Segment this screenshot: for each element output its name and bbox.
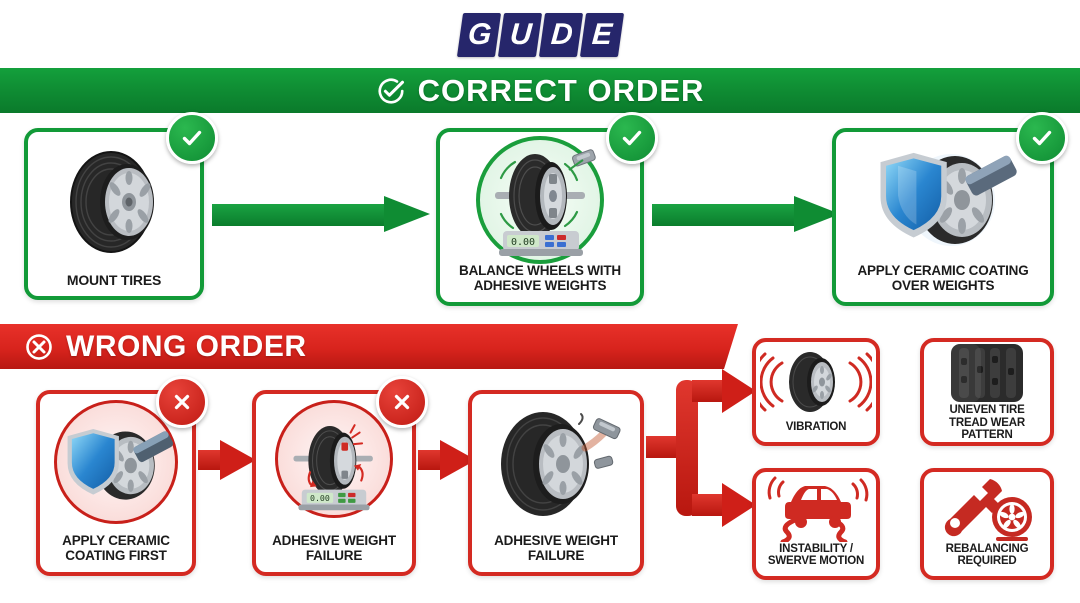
logo-letter: D bbox=[549, 18, 573, 51]
logo-tile-e: E bbox=[579, 13, 624, 57]
card-artwork bbox=[40, 394, 192, 534]
wrench-wheel-icon bbox=[944, 479, 1032, 542]
tire-tread-closeup-icon bbox=[951, 344, 1023, 402]
car-swerve-icon bbox=[767, 476, 869, 543]
brand-logo: G U D E bbox=[452, 12, 628, 58]
check-badge bbox=[606, 112, 658, 164]
outcome-card-vibration[interactable]: VIBRATION bbox=[752, 338, 880, 446]
shield-wheel-applicator-icon bbox=[67, 429, 174, 500]
wrong-step-card-2[interactable]: 0.00 ADHESIVE WEIGHT FAILURE bbox=[252, 376, 428, 576]
logo-tile-g: G bbox=[456, 13, 501, 57]
correct-step-card-1[interactable]: MOUNT TIRES bbox=[24, 112, 218, 300]
logo-tile-d: D bbox=[538, 13, 583, 57]
correct-step-label-2: BALANCE WHEELS WITH ADHESIVE WEIGHTS bbox=[459, 263, 621, 294]
correct-step-card-3[interactable]: APPLY CERAMIC COATING OVER WEIGHTS bbox=[832, 112, 1068, 306]
wrong-step-label-3: ADHESIVE WEIGHT FAILURE bbox=[494, 533, 618, 564]
correct-order-title: CORRECT ORDER bbox=[417, 72, 705, 108]
card-artwork bbox=[756, 342, 876, 421]
x-circle-icon bbox=[24, 332, 54, 362]
wheel-on-balancer-failure-icon: 0.00 bbox=[293, 424, 373, 511]
outcome-label-instability: INSTABILITY / SWERVE MOTION bbox=[767, 542, 865, 568]
check-circle-icon bbox=[376, 76, 406, 106]
correct-step-card-2[interactable]: 0.00 BALANCE WHEELS WITH ADHESIVE WEIGHT… bbox=[436, 112, 658, 306]
correct-order-banner: CORRECT ORDER bbox=[0, 68, 1080, 113]
logo-letter: E bbox=[590, 18, 613, 51]
outcome-label-rebalancing: REBALANCING REQUIRED bbox=[945, 542, 1029, 568]
outcome-card-instability[interactable]: INSTABILITY / SWERVE MOTION bbox=[752, 468, 880, 580]
green-arrow-1 bbox=[212, 196, 432, 232]
scale-display-value: 0.00 bbox=[310, 493, 330, 503]
card-artwork: 0.00 bbox=[256, 394, 412, 534]
wrong-step-label-2: ADHESIVE WEIGHT FAILURE bbox=[272, 533, 396, 564]
outcome-card-rebalancing[interactable]: REBALANCING REQUIRED bbox=[920, 468, 1054, 580]
outcome-label-tread-wear: UNEVEN TIRE TREAD WEAR PATTERN bbox=[949, 404, 1025, 442]
logo-tile-u: U bbox=[497, 13, 542, 57]
wrong-step-card-3[interactable]: ADHESIVE WEIGHT FAILURE bbox=[468, 390, 644, 576]
logo-letter: U bbox=[508, 18, 532, 51]
card-artwork bbox=[28, 132, 200, 273]
card-artwork: 0.00 bbox=[440, 132, 640, 264]
scale-display-value: 0.00 bbox=[511, 237, 535, 248]
check-badge bbox=[166, 112, 218, 164]
wrong-step-label-1: APPLY CERAMIC COATING FIRST bbox=[62, 533, 170, 564]
green-arrow-2 bbox=[652, 196, 852, 232]
x-badge bbox=[156, 376, 208, 428]
correct-step-label-3: APPLY CERAMIC COATING OVER WEIGHTS bbox=[857, 263, 1029, 294]
wrong-order-banner: WRONG ORDER bbox=[0, 324, 738, 369]
logo-letter: G bbox=[466, 18, 491, 51]
outcome-card-tread-wear[interactable]: UNEVEN TIRE TREAD WEAR PATTERN bbox=[920, 338, 1054, 446]
wrong-order-title: WRONG ORDER bbox=[66, 329, 307, 363]
check-badge bbox=[1016, 112, 1068, 164]
wheel-vibration-waves-icon bbox=[760, 351, 872, 412]
card-artwork bbox=[924, 342, 1050, 404]
wheel-on-balancer-icon: 0.00 bbox=[495, 149, 596, 257]
x-badge bbox=[376, 376, 428, 428]
wheel-weights-flying-off-icon bbox=[501, 412, 621, 517]
red-branch-connector bbox=[646, 358, 756, 550]
correct-step-label-1: MOUNT TIRES bbox=[66, 271, 162, 288]
card-artwork bbox=[836, 132, 1050, 264]
red-arrow-1 bbox=[198, 440, 260, 480]
tire-wheel-icon bbox=[70, 151, 154, 254]
card-artwork bbox=[924, 472, 1050, 543]
outcome-label-vibration: VIBRATION bbox=[785, 421, 847, 434]
card-artwork bbox=[756, 472, 876, 543]
card-artwork bbox=[472, 394, 640, 534]
shield-wheel-applicator-icon bbox=[880, 153, 1017, 247]
wrong-step-card-1[interactable]: APPLY CERAMIC COATING FIRST bbox=[36, 376, 208, 576]
